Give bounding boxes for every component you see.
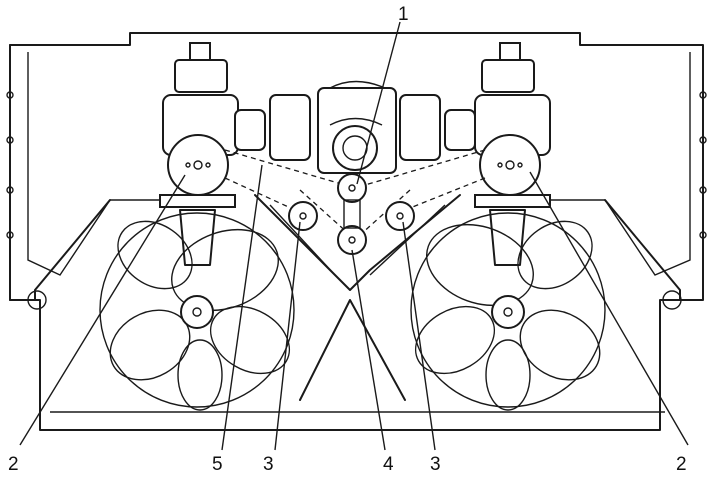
pulley-1 [337,173,367,203]
label-4: 4 [383,454,394,475]
left-propeller [99,209,295,411]
label-1: 1 [398,4,409,25]
right-motor-unit [399,42,551,208]
label-5: 5 [212,454,223,475]
pulleys [288,173,415,255]
left-motor-unit [159,42,311,208]
pulley-3-left [288,201,318,231]
center-keel [254,194,461,401]
label-3-left: 3 [263,454,274,475]
right-propeller [410,209,606,411]
label-2-right: 2 [676,454,687,475]
leader-lines [19,21,689,451]
label-3-right: 3 [430,454,441,475]
drive-belts [224,149,486,236]
label-2-left: 2 [8,454,19,475]
pulley-4 [337,225,367,255]
central-drive-unit [317,80,397,174]
hull-outline [6,32,707,431]
pulley-3-right [385,201,415,231]
